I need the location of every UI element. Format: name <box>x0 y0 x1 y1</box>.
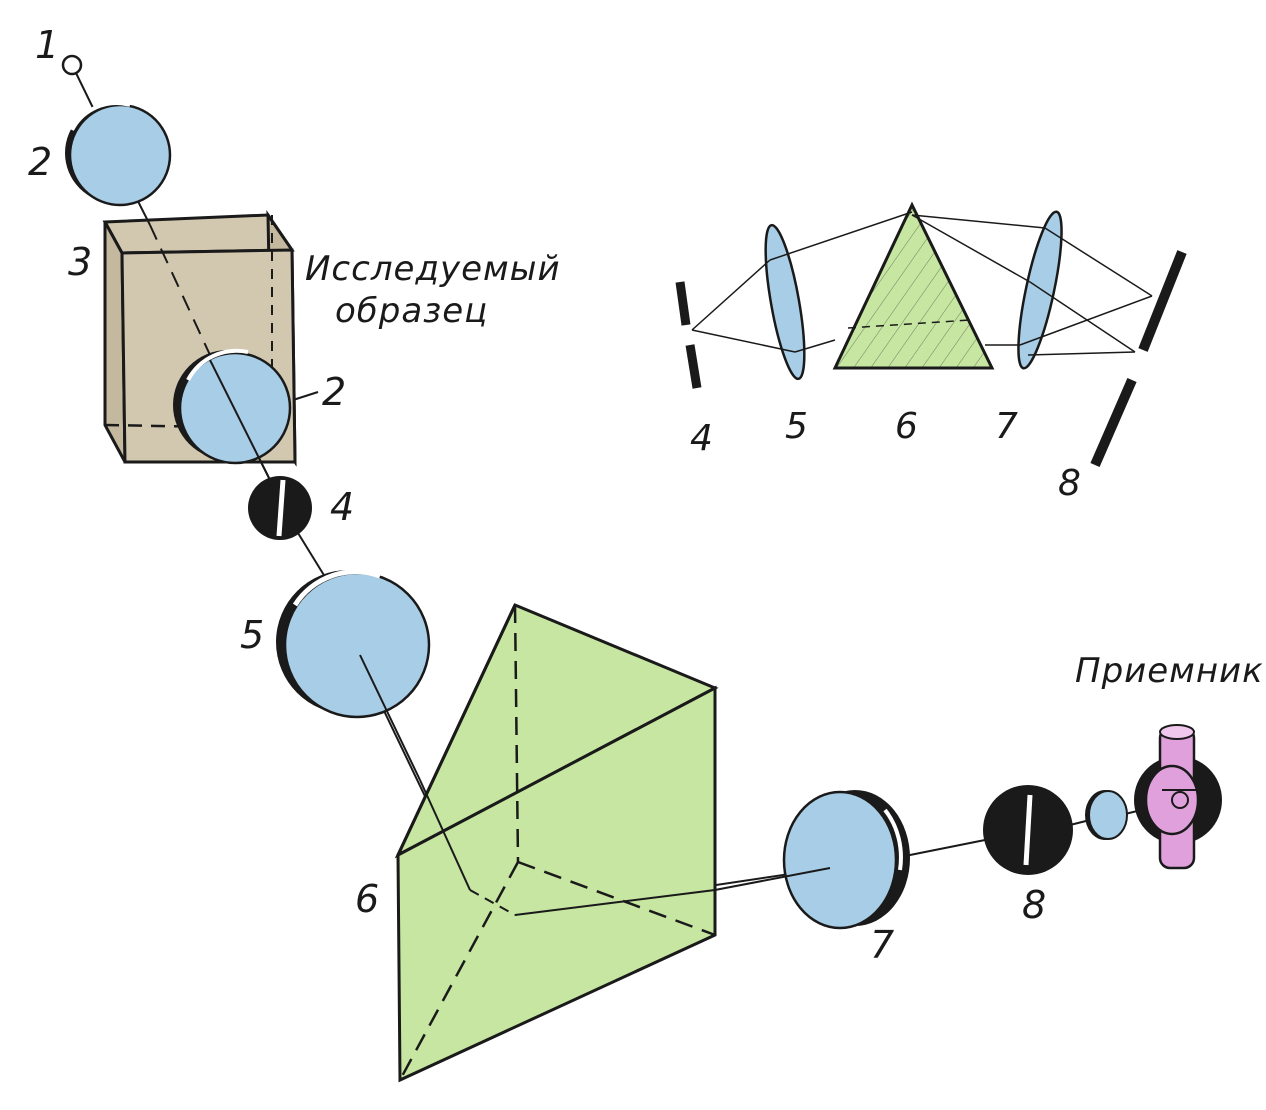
label-lens-top: 2 <box>28 140 52 184</box>
inset-label-6: 6 <box>895 406 918 447</box>
label-exit-slit: 8 <box>1022 883 1046 927</box>
receiver-detector <box>1134 724 1222 870</box>
label-camera-lens: 7 <box>870 923 894 967</box>
inset-schematic <box>675 201 1187 467</box>
caption-receiver: Приемник <box>1075 651 1264 691</box>
caption-sample-line1: Исследуемый <box>305 249 561 289</box>
lens-condenser-in-box <box>173 348 292 501</box>
exit-slit <box>983 785 1073 875</box>
inset-label-7: 7 <box>995 406 1018 447</box>
entrance-slit <box>248 476 312 540</box>
inset-label-8: 8 <box>1058 463 1081 504</box>
inset-label-5: 5 <box>785 406 808 447</box>
label-sample-box: 3 <box>68 240 92 284</box>
label-source: 1 <box>35 23 59 67</box>
label-prism: 6 <box>355 877 379 921</box>
inset-label-4: 4 <box>690 418 713 459</box>
collimator-lens <box>276 569 431 781</box>
label-entrance-slit: 4 <box>330 485 354 529</box>
light-source <box>61 54 83 76</box>
receiver-lens <box>1085 790 1128 840</box>
dispersing-prism <box>394 603 719 1083</box>
caption-sample-line2: образец <box>335 291 488 331</box>
lens-condenser-top <box>65 101 172 207</box>
camera-lens <box>714 790 910 930</box>
label-lens-in-box: 2 <box>322 370 346 414</box>
label-collimator: 5 <box>240 613 264 657</box>
